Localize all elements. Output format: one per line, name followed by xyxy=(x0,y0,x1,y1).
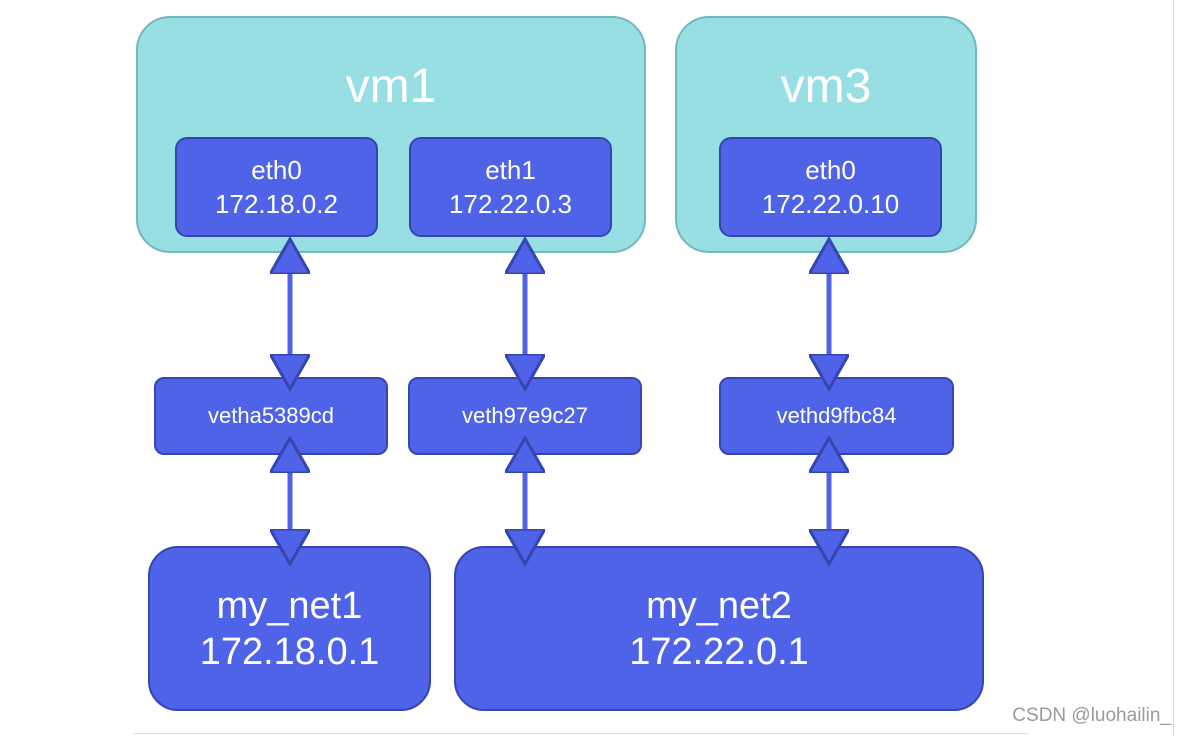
interface-ip: 172.22.0.3 xyxy=(449,189,572,219)
network-ip: 172.18.0.1 xyxy=(199,630,380,673)
veth-label: vetha5389cd xyxy=(208,403,334,428)
vm3-title: vm3 xyxy=(780,60,872,113)
vm3-eth0-box: eth0 172.22.0.10 xyxy=(719,137,942,237)
network-box-my-net2: my_net2 172.22.0.1 xyxy=(454,546,984,711)
veth-label: veth97e9c27 xyxy=(462,403,588,428)
network-ip: 172.22.0.1 xyxy=(629,630,809,673)
bottom-divider xyxy=(133,733,1028,734)
interface-name: eth0 xyxy=(251,155,302,185)
interface-ip: 172.22.0.10 xyxy=(761,189,900,219)
network-name: my_net1 xyxy=(216,584,363,627)
interface-name: eth1 xyxy=(485,155,536,185)
interface-ip: 172.18.0.2 xyxy=(215,189,338,219)
network-box-my-net1: my_net1 172.18.0.1 xyxy=(148,546,431,711)
network-name: my_net2 xyxy=(646,584,792,627)
vm1-title: vm1 xyxy=(345,60,437,113)
veth-label: vethd9fbc84 xyxy=(776,403,897,428)
watermark: CSDN @luohailin_ xyxy=(1012,705,1171,726)
interface-name: eth0 xyxy=(805,155,856,185)
vm1-eth0-box: eth0 172.18.0.2 xyxy=(175,137,378,237)
right-divider xyxy=(1173,0,1174,736)
